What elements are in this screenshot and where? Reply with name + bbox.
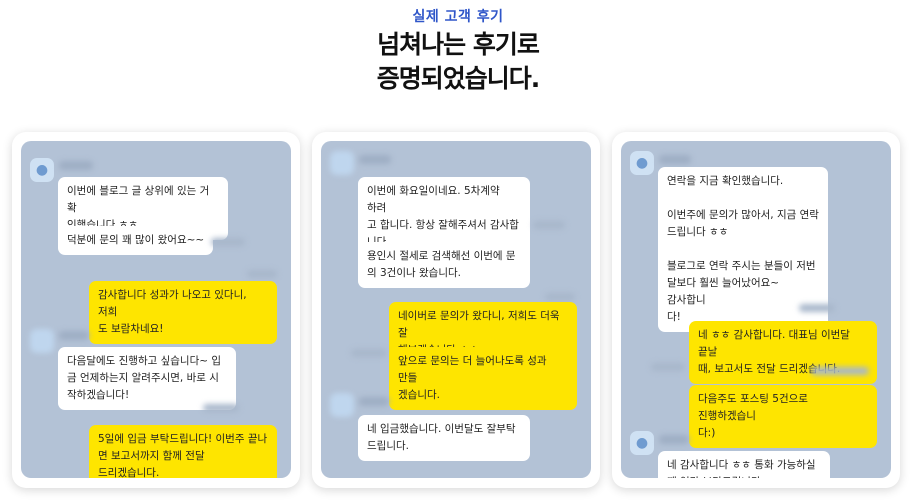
customer-avatar bbox=[30, 329, 54, 353]
headline-line-1: 넘쳐나는 후기로 bbox=[377, 30, 540, 59]
chat-bubble-customer: 네 입금했습니다. 이번달도 잘부탁 드립니다. bbox=[358, 415, 530, 461]
headline-line-2: 증명되었습니다. bbox=[376, 64, 541, 93]
blurred-timestamp bbox=[247, 270, 277, 278]
chat-screenshot: ● 연락을 지금 확인했습니다. 이번주에 문의가 많아서, 지금 연락 드립니… bbox=[621, 141, 891, 478]
chat-bubble-mine: 다음주도 포스팅 5건으로 진행하겠습니 다:) bbox=[689, 385, 877, 448]
chat-screenshot: ● 이번에 블로그 글 상위에 있는 거 확 인했습니다 ㅎㅎ 덕분에 문의 꽤… bbox=[21, 141, 291, 478]
blurred-timestamp bbox=[203, 404, 239, 412]
blurred-name bbox=[59, 161, 93, 170]
blurred-name bbox=[359, 397, 389, 406]
blurred-timestamp bbox=[211, 238, 245, 246]
blurred-name bbox=[659, 435, 689, 444]
chat-bubble-customer: 용인시 절세로 검색해선 이번에 문 의 3건이나 왔습니다. bbox=[358, 242, 530, 288]
section-headline: 넘쳐나는 후기로 증명되었습니다. bbox=[0, 28, 916, 96]
chat-bubble-customer: 연락을 지금 확인했습니다. 이번주에 문의가 많아서, 지금 연락 드립니다 … bbox=[658, 167, 828, 332]
chat-bubble-mine: 5일에 입금 부탁드립니다! 이번주 끝나 면 보고서까지 함께 전달 드리겠습… bbox=[89, 425, 277, 478]
blurred-timestamp bbox=[545, 293, 575, 301]
blurred-name bbox=[359, 155, 391, 164]
review-card-1: ● 이번에 블로그 글 상위에 있는 거 확 인했습니다 ㅎㅎ 덕분에 문의 꽤… bbox=[12, 132, 300, 488]
customer-avatar bbox=[330, 393, 354, 417]
chat-screenshot: 이번에 화요일이네요. 5차계약 하려 고 합니다. 항상 잘해주셔서 감사합 … bbox=[321, 141, 591, 478]
customer-avatar: ● bbox=[30, 158, 54, 182]
blurred-timestamp bbox=[651, 363, 685, 371]
eyebrow-label: 실제 고객 후기 bbox=[412, 9, 504, 25]
customer-avatar bbox=[330, 151, 354, 175]
blurred-name bbox=[659, 155, 691, 164]
person-icon: ● bbox=[635, 155, 649, 171]
blurred-timestamp bbox=[811, 367, 869, 375]
chat-bubble-customer: 다음달에도 진행하고 싶습니다~ 입 금 언제하는지 알려주시면, 바로 시 작… bbox=[58, 347, 236, 410]
customer-avatar: ● bbox=[630, 151, 654, 175]
chat-bubble-mine: 감사합니다 성과가 나오고 있다니, 저희 도 보람차네요! bbox=[89, 281, 277, 344]
blurred-timestamp bbox=[799, 304, 835, 312]
review-card-2: 이번에 화요일이네요. 5차계약 하려 고 합니다. 항상 잘해주셔서 감사합 … bbox=[312, 132, 600, 488]
review-card-3: ● 연락을 지금 확인했습니다. 이번주에 문의가 많아서, 지금 연락 드립니… bbox=[612, 132, 900, 488]
person-icon: ● bbox=[635, 435, 649, 451]
customer-avatar: ● bbox=[630, 431, 654, 455]
blurred-name bbox=[59, 331, 89, 340]
blurred-timestamp bbox=[533, 221, 565, 229]
chat-bubble-customer: 덕분에 문의 꽤 많이 왔어요~~ bbox=[58, 226, 214, 255]
chat-bubble-customer: 네 감사합니다 ㅎㅎ 통화 가능하실 때 연락 부탁드립니다. bbox=[658, 451, 830, 478]
blurred-timestamp bbox=[351, 349, 387, 357]
person-icon: ● bbox=[35, 162, 49, 178]
chat-bubble-mine: 앞으로 문의는 더 늘어나도록 성과 만들 겠습니다. bbox=[389, 347, 577, 410]
